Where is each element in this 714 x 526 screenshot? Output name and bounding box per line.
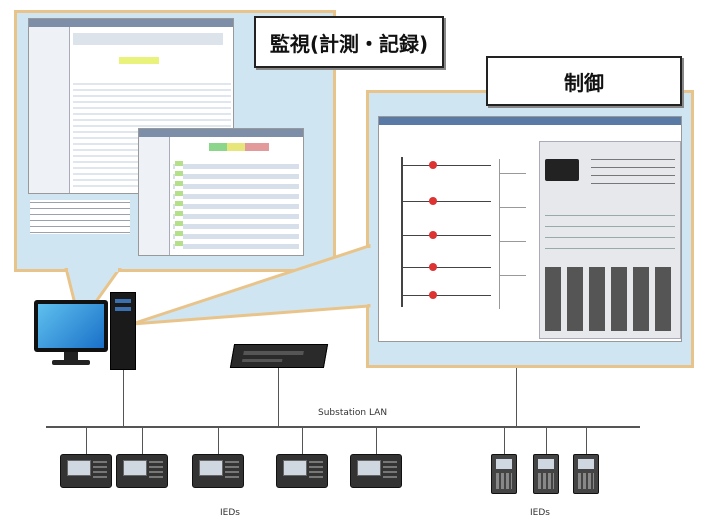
- control-screenshot: [378, 116, 682, 342]
- lan-label: Substation LAN: [318, 408, 388, 418]
- ied-device-1: [60, 454, 112, 488]
- ied-drop-6: [504, 428, 505, 454]
- control-callout-tail: [131, 243, 372, 326]
- control-drop-line: [516, 368, 517, 426]
- control-label-text: 制御: [564, 70, 604, 95]
- control-label: 制御: [486, 56, 682, 106]
- monitoring-screenshot-secondary: [138, 128, 304, 256]
- ied-drop-7: [546, 428, 547, 454]
- ied-device-4: [276, 454, 328, 488]
- ieds-label-right: IEDs: [530, 508, 550, 518]
- monitor-icon: [34, 300, 108, 366]
- ied-device-8: [573, 454, 599, 494]
- ied-device-6: [491, 454, 517, 494]
- ied-device-7: [533, 454, 559, 494]
- ieds-label-left: IEDs: [220, 508, 240, 518]
- monitoring-label: 監視(計測・記録): [254, 16, 444, 68]
- lan-bus-line: [46, 426, 640, 428]
- rack-device-icon: [229, 344, 329, 368]
- monitoring-caption-block: [30, 200, 130, 234]
- ied-drop-5: [376, 428, 377, 454]
- ied-drop-3: [218, 428, 219, 454]
- pc-drop-line: [123, 370, 124, 426]
- ied-drop-8: [586, 428, 587, 454]
- ied-device-3: [192, 454, 244, 488]
- pc-tower-icon: [110, 292, 136, 370]
- monitoring-label-text: 監視(計測・記録): [269, 31, 429, 56]
- ied-drop-2: [142, 428, 143, 454]
- ied-drop-4: [302, 428, 303, 454]
- ied-drop-1: [86, 428, 87, 454]
- ied-device-2: [116, 454, 168, 488]
- rack-drop-line: [278, 368, 279, 426]
- ied-device-5: [350, 454, 402, 488]
